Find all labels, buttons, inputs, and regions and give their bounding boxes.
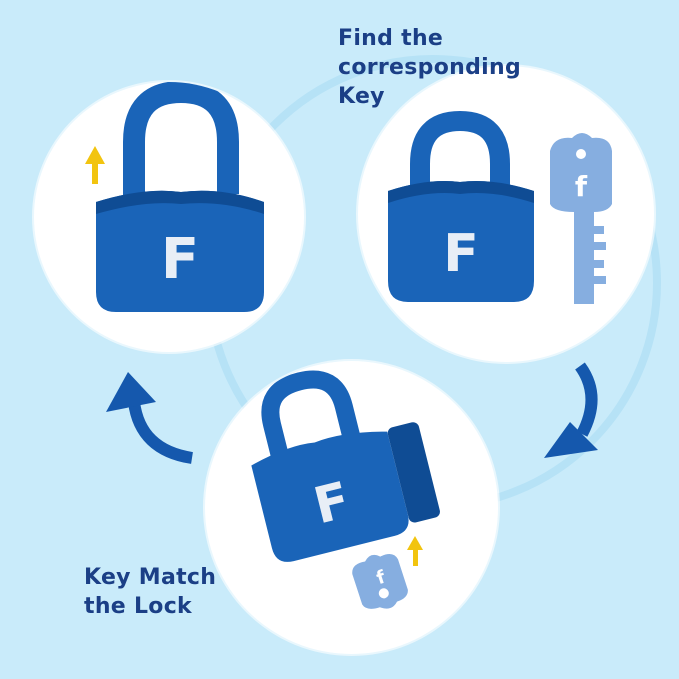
caption-match-lock: Key Match the Lock	[84, 563, 264, 621]
step-1-circle: F	[34, 82, 304, 352]
inserted-key-icon: f	[352, 554, 408, 609]
caption-line: Find the	[338, 26, 444, 51]
step-2-circle: F f	[358, 66, 654, 362]
caption-line: the Lock	[84, 594, 192, 619]
padlock-body	[251, 431, 409, 562]
curved-arrow-left-up-icon	[106, 372, 194, 464]
key-letter: f	[575, 170, 588, 203]
open-padlock-illustration: F	[85, 82, 264, 312]
up-arrow-hint-icon	[85, 146, 105, 184]
caption-line: corresponding	[338, 55, 521, 80]
padlock-body	[96, 190, 264, 312]
padlock-body	[388, 181, 534, 302]
key-icon: f	[550, 133, 612, 304]
padlock-shackle	[261, 370, 363, 466]
caption-find-key: Find the corresponding Key	[338, 24, 558, 111]
padlock-key-inserted-illustration: F f	[251, 370, 440, 609]
padlock-shackle	[123, 82, 239, 212]
up-arrow-hint-icon	[407, 536, 423, 566]
padlock-top-shade	[96, 190, 264, 214]
caption-line: Key	[338, 84, 385, 109]
step-3-circle: F f	[205, 361, 498, 654]
padlock-and-key-illustration: F f	[388, 110, 612, 304]
padlock-letter: F	[443, 224, 479, 284]
padlock-shackle	[410, 110, 510, 196]
padlock-letter: F	[161, 227, 199, 292]
caption-line: Key Match	[84, 565, 217, 590]
curved-arrow-right-down-icon	[544, 362, 598, 458]
